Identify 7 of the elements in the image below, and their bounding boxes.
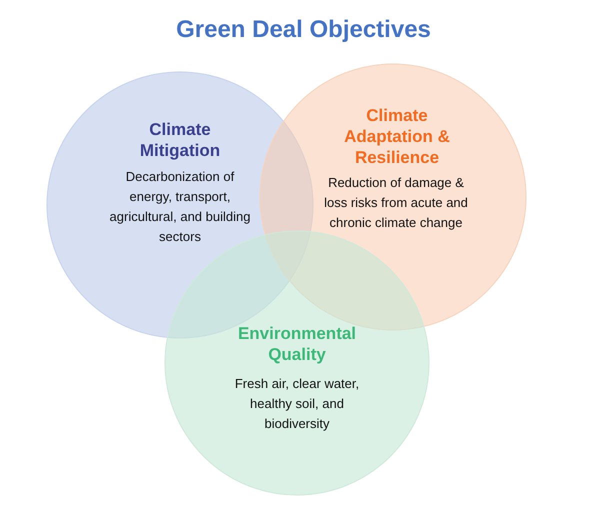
circle-heading: Environmental Quality xyxy=(236,323,358,365)
circle-heading: Climate Adaptation & Resilience xyxy=(343,105,451,168)
circle-description: Reduction of damage & loss risks from acute and chronic climate change xyxy=(324,174,468,232)
circle-description: Fresh air, clear water, healthy soil, and biodiversity xyxy=(234,375,360,433)
circle-heading: Climate Mitigation xyxy=(138,119,222,161)
circle-description: Decarbonization of energy, transport, agricultural, and building sectors xyxy=(108,168,252,246)
diagram-title: Green Deal Objectives xyxy=(175,16,432,44)
